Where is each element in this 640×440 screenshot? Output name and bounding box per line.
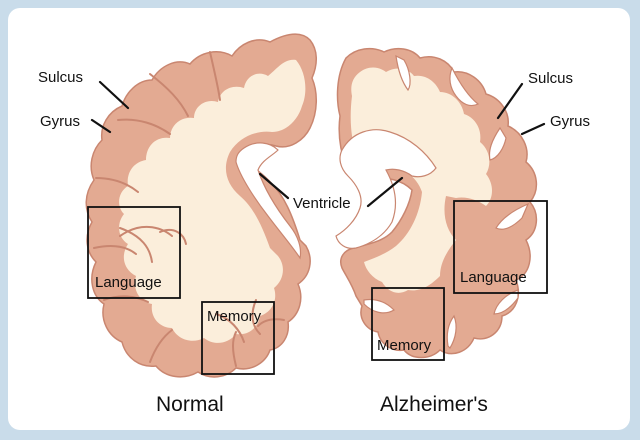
normal-ventricle-leader	[258, 172, 290, 200]
alzheimers-ventricle	[335, 129, 437, 249]
ad-memory-box	[371, 287, 445, 361]
ad-sulcus-label: Sulcus	[528, 70, 573, 87]
ad-sulcus-leader	[496, 82, 524, 120]
alzheimers-caption: Alzheimer's	[380, 393, 488, 416]
normal-white-matter	[119, 59, 306, 343]
normal-memory-box	[201, 301, 275, 375]
ad-ventricle-leader	[366, 176, 404, 208]
normal-sulcus-leader	[98, 80, 130, 110]
ad-language-box	[453, 200, 548, 294]
normal-caption: Normal	[156, 393, 224, 416]
ad-language-label: Language	[460, 269, 527, 286]
normal-sulcus-label: Sulcus	[38, 69, 83, 86]
ad-gyrus-label: Gyrus	[550, 113, 590, 130]
normal-language-label: Language	[95, 274, 162, 291]
normal-language-box	[87, 206, 181, 299]
normal-gyrus-leader	[90, 118, 112, 134]
normal-brain	[85, 33, 317, 378]
alzheimers-brain	[335, 47, 538, 359]
ad-memory-label: Memory	[377, 337, 432, 354]
normal-ventricle	[235, 142, 302, 260]
alzheimers-white-matter	[350, 67, 492, 293]
normal-gyrus-label: Gyrus	[40, 113, 80, 130]
ad-gyrus-leader	[520, 122, 546, 136]
ventricle-label: Ventricle	[293, 195, 351, 212]
normal-memory-label: Memory	[207, 308, 262, 325]
